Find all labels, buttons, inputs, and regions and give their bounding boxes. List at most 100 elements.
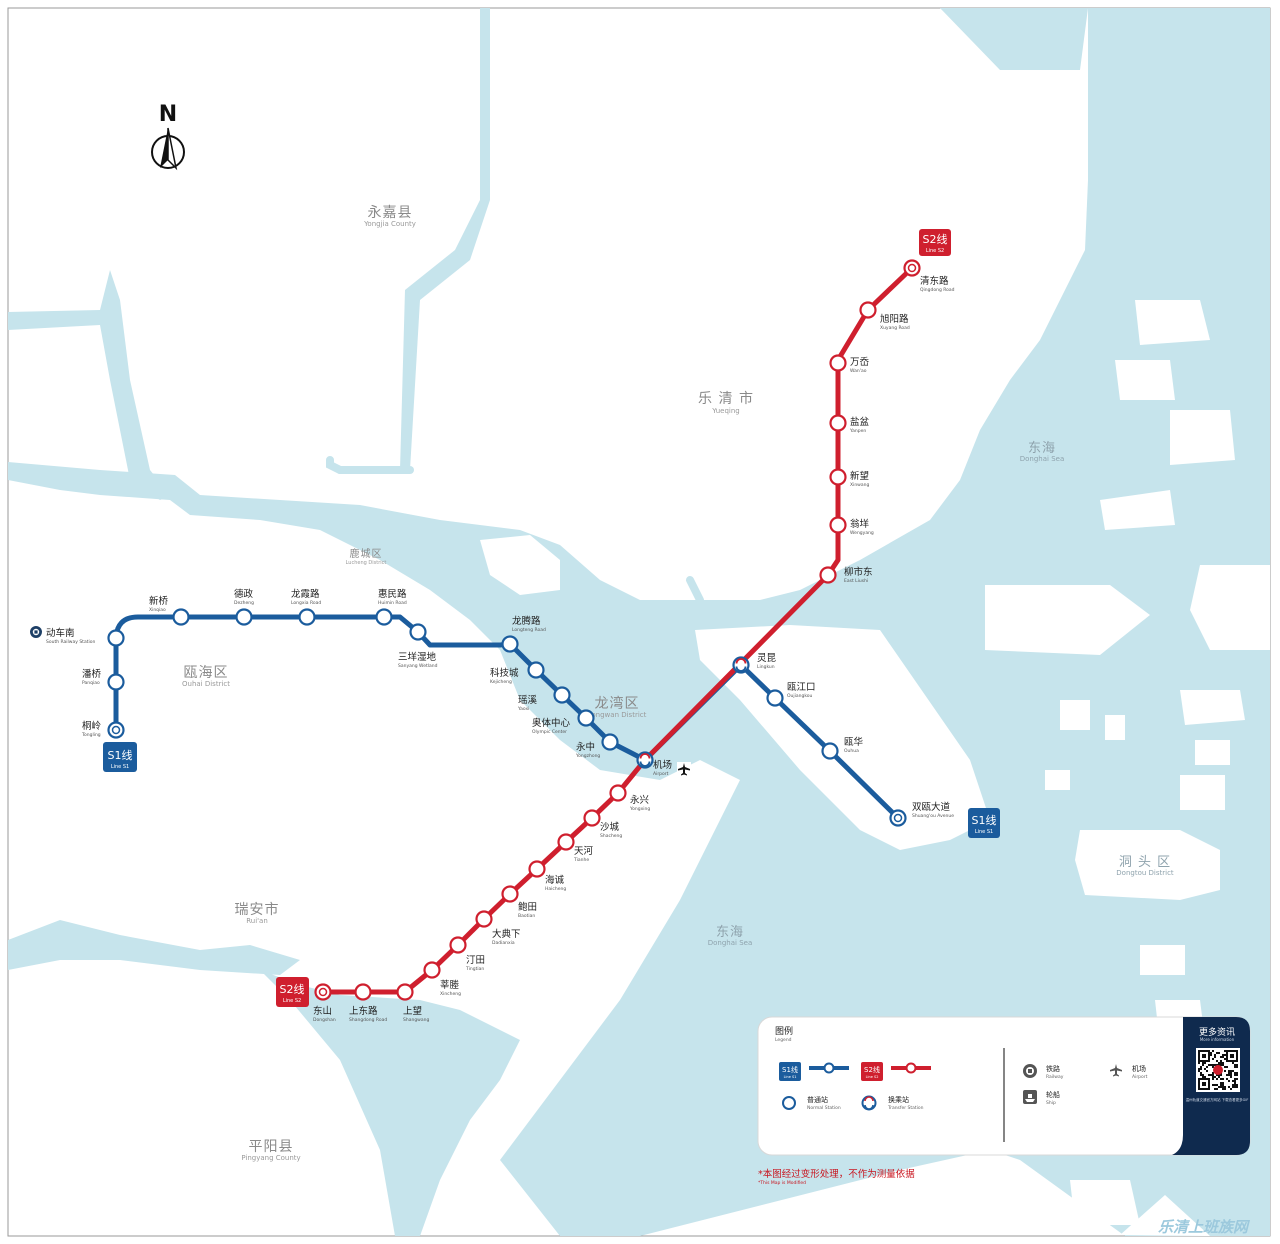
island-mid-3 [1045, 770, 1070, 790]
island-north-3 [1170, 410, 1235, 465]
legend-s1-badge-en: Line S1 [784, 1075, 797, 1079]
legend-s2-badge-en: Line S2 [866, 1075, 879, 1079]
station-label-en: Wengyang [850, 530, 874, 536]
station-dot [501, 885, 519, 903]
compass-needle-right [167, 127, 178, 171]
qr-code[interactable] [1196, 1048, 1240, 1092]
badge-s2-north-zh: S2线 [923, 232, 948, 246]
badge-s1-west: S1线 Line S1 [103, 742, 137, 772]
station-dot [423, 961, 441, 979]
dongtou-island [1075, 830, 1220, 900]
region-ruian-en: Rui'an [246, 917, 268, 925]
legend-railway-en: Railway [1046, 1074, 1064, 1080]
sea-and-river [8, 8, 1270, 1236]
station-label: 海诚 [545, 874, 565, 886]
legend-ship-en: Ship [1046, 1100, 1056, 1106]
sea-label-north-en: Donghai Sea [1020, 455, 1065, 463]
station-dot [107, 629, 125, 647]
station-label: 永兴 [630, 794, 649, 806]
compass-north-label: N [159, 102, 177, 127]
station-dot [375, 608, 393, 626]
legend-railway: 铁路 [1046, 1064, 1060, 1073]
station-label-en: Xinqiao [149, 607, 166, 613]
legend-normal-station-icon [782, 1096, 796, 1110]
station-label-en: Airport [653, 771, 669, 777]
station-label-en: Longteng Road [512, 627, 546, 633]
legend-airport-en: Airport [1132, 1074, 1148, 1080]
station-label: 三垟湿地 [398, 651, 437, 663]
legend-more-info-en: More information [1200, 1037, 1235, 1042]
island-mid-1 [1060, 700, 1090, 730]
station-label-en: Huimin Road [378, 600, 407, 606]
region-labels: 永嘉县 Yongjia County 乐 清 市 Yueqing 鹿城区 Luc… [182, 205, 1174, 1162]
river-island [480, 535, 560, 595]
badge-s1-east-en: Line S1 [975, 829, 993, 835]
ruian-river [8, 920, 300, 975]
region-longwan: 龙湾区 [595, 695, 640, 712]
yueqing-bay [940, 8, 1088, 70]
region-yongjia: 永嘉县 [368, 205, 413, 221]
region-ouhai-en: Ouhai District [182, 680, 230, 688]
station-dot [583, 809, 601, 827]
lingkun-island [695, 625, 990, 850]
station-dot [298, 608, 316, 626]
watermark: 乐清上班族网 [1158, 1218, 1251, 1236]
region-yueqing-en: Yueqing [711, 407, 739, 415]
west-canal [8, 270, 170, 500]
station-label: 永中 [576, 741, 595, 753]
feiyun-bay [260, 970, 520, 1236]
region-dongtou-en: Dongtou District [1116, 869, 1174, 877]
station-label: 瑶溪 [518, 694, 538, 706]
station-label-en: East Liushi [844, 578, 868, 584]
legend-title: 图例 [775, 1025, 793, 1037]
region-ruian: 瑞安市 [235, 901, 280, 918]
island-east-5 [1180, 775, 1225, 810]
station-label-en: Xincheng [440, 991, 461, 997]
region-yongjia-en: Yongjia County [363, 220, 416, 228]
station-dot [859, 301, 877, 319]
station-label: 莘塍 [440, 979, 460, 991]
legend-normal-station: 普通站 [807, 1095, 828, 1104]
badge-s1-east-zh: S1线 [972, 813, 997, 827]
station-label: 惠民路 [378, 588, 407, 600]
station-label-en: Dezheng [234, 600, 254, 606]
station-dot [609, 784, 627, 802]
station-label-en: Xinwang [850, 482, 869, 488]
